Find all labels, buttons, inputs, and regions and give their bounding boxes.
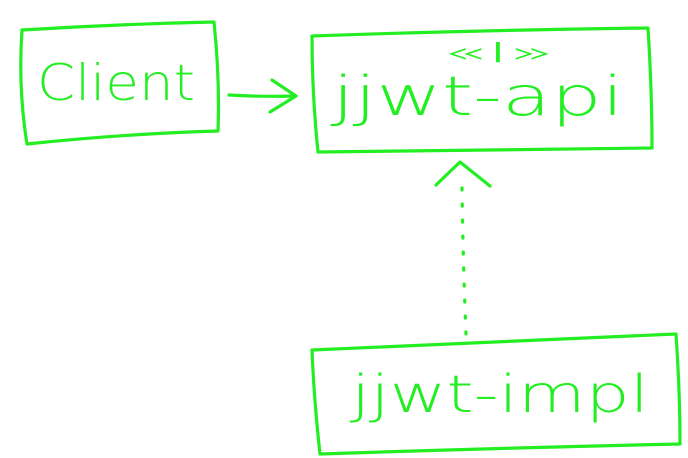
impl-label: jjwt-impl (350, 365, 649, 425)
client-node: Client (19, 20, 221, 146)
api-box (310, 26, 654, 154)
api-label: jjwt-api (331, 65, 624, 128)
arrow-line (227, 93, 297, 98)
realization-head (434, 160, 492, 188)
impl-to-api-realization (434, 160, 492, 336)
impl-node: jjwt-impl (310, 332, 682, 456)
impl-box (310, 332, 682, 456)
api-node: «I» jjwt-api (310, 26, 654, 154)
arrow-head (268, 78, 298, 114)
client-box (19, 20, 221, 146)
client-label: Client (37, 54, 195, 112)
realization-line (460, 186, 468, 336)
api-stereotype: «I» (442, 36, 554, 69)
client-to-api-arrow (227, 78, 298, 114)
